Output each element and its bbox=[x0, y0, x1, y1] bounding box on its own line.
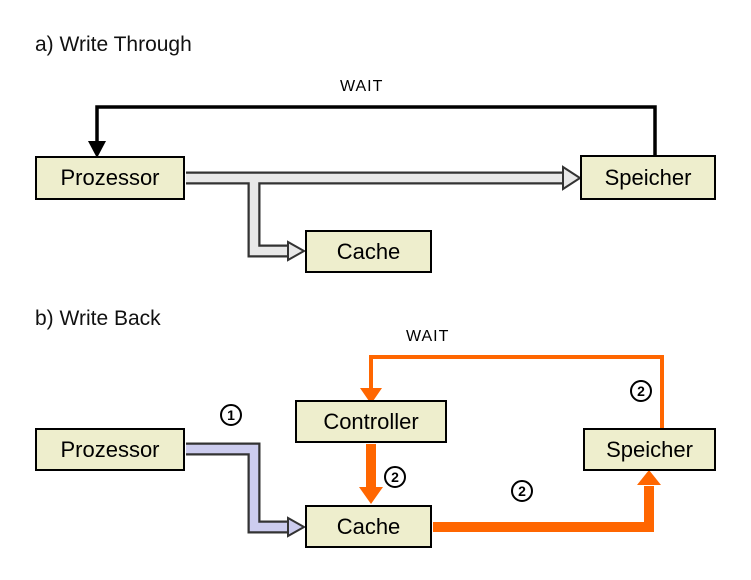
wait-label-b: WAIT bbox=[406, 328, 450, 345]
box-cache-a: Cache bbox=[305, 230, 432, 273]
cpu-to-cache-branch-fill bbox=[249, 178, 290, 256]
step-circle-2-wait: 2 bbox=[630, 380, 652, 402]
box-speicher-b-label: Speicher bbox=[606, 436, 693, 462]
box-controller-b-label: Controller bbox=[323, 408, 419, 434]
memory-arrowhead-a bbox=[562, 165, 582, 191]
box-speicher-a: Speicher bbox=[580, 155, 716, 200]
step-circle-2-memory-label: 2 bbox=[518, 483, 526, 499]
box-prozessor-b-label: Prozessor bbox=[60, 436, 160, 462]
memory-arrowhead-b bbox=[637, 470, 661, 485]
wait-label-a: WAIT bbox=[340, 78, 384, 95]
box-prozessor-a-label: Prozessor bbox=[60, 165, 160, 190]
section-b-title: b) Write Back bbox=[35, 307, 161, 330]
box-speicher-a-label: Speicher bbox=[604, 164, 692, 190]
cpu-to-cache-arrow-fill-b bbox=[186, 444, 290, 532]
controller-arrowhead-b bbox=[360, 388, 382, 404]
section-a-title: a) Write Through bbox=[35, 33, 192, 56]
box-prozessor-b: Prozessor bbox=[35, 428, 185, 471]
cache-arrowhead-lavender-b bbox=[287, 516, 307, 538]
box-cache-b-label: Cache bbox=[336, 513, 401, 539]
wait-arrowhead-a bbox=[88, 141, 106, 158]
cpu-to-cache-arrow-outline-b bbox=[186, 442, 290, 534]
box-controller-b: Controller bbox=[295, 400, 447, 443]
cpu-to-cache-branch-outline bbox=[247, 178, 290, 258]
cache-to-memory-arrow bbox=[433, 486, 654, 532]
wait-line-a bbox=[95, 105, 657, 156]
box-cache-a-label: Cache bbox=[336, 238, 401, 264]
step-circle-2-wait-label: 2 bbox=[637, 383, 645, 399]
cache-arrowhead-b bbox=[359, 487, 383, 504]
step-circle-1-label: 1 bbox=[227, 407, 235, 423]
step-circle-2-controller-label: 2 bbox=[391, 469, 399, 485]
step-circle-2-memory: 2 bbox=[511, 480, 533, 502]
box-speicher-b: Speicher bbox=[583, 428, 716, 471]
cache-arrowhead-a bbox=[287, 240, 307, 262]
step-circle-1: 1 bbox=[220, 404, 242, 426]
box-prozessor-a: Prozessor bbox=[35, 156, 185, 200]
step-circle-2-controller: 2 bbox=[384, 466, 406, 488]
box-cache-b: Cache bbox=[305, 505, 432, 548]
wait-line-b bbox=[369, 355, 664, 428]
